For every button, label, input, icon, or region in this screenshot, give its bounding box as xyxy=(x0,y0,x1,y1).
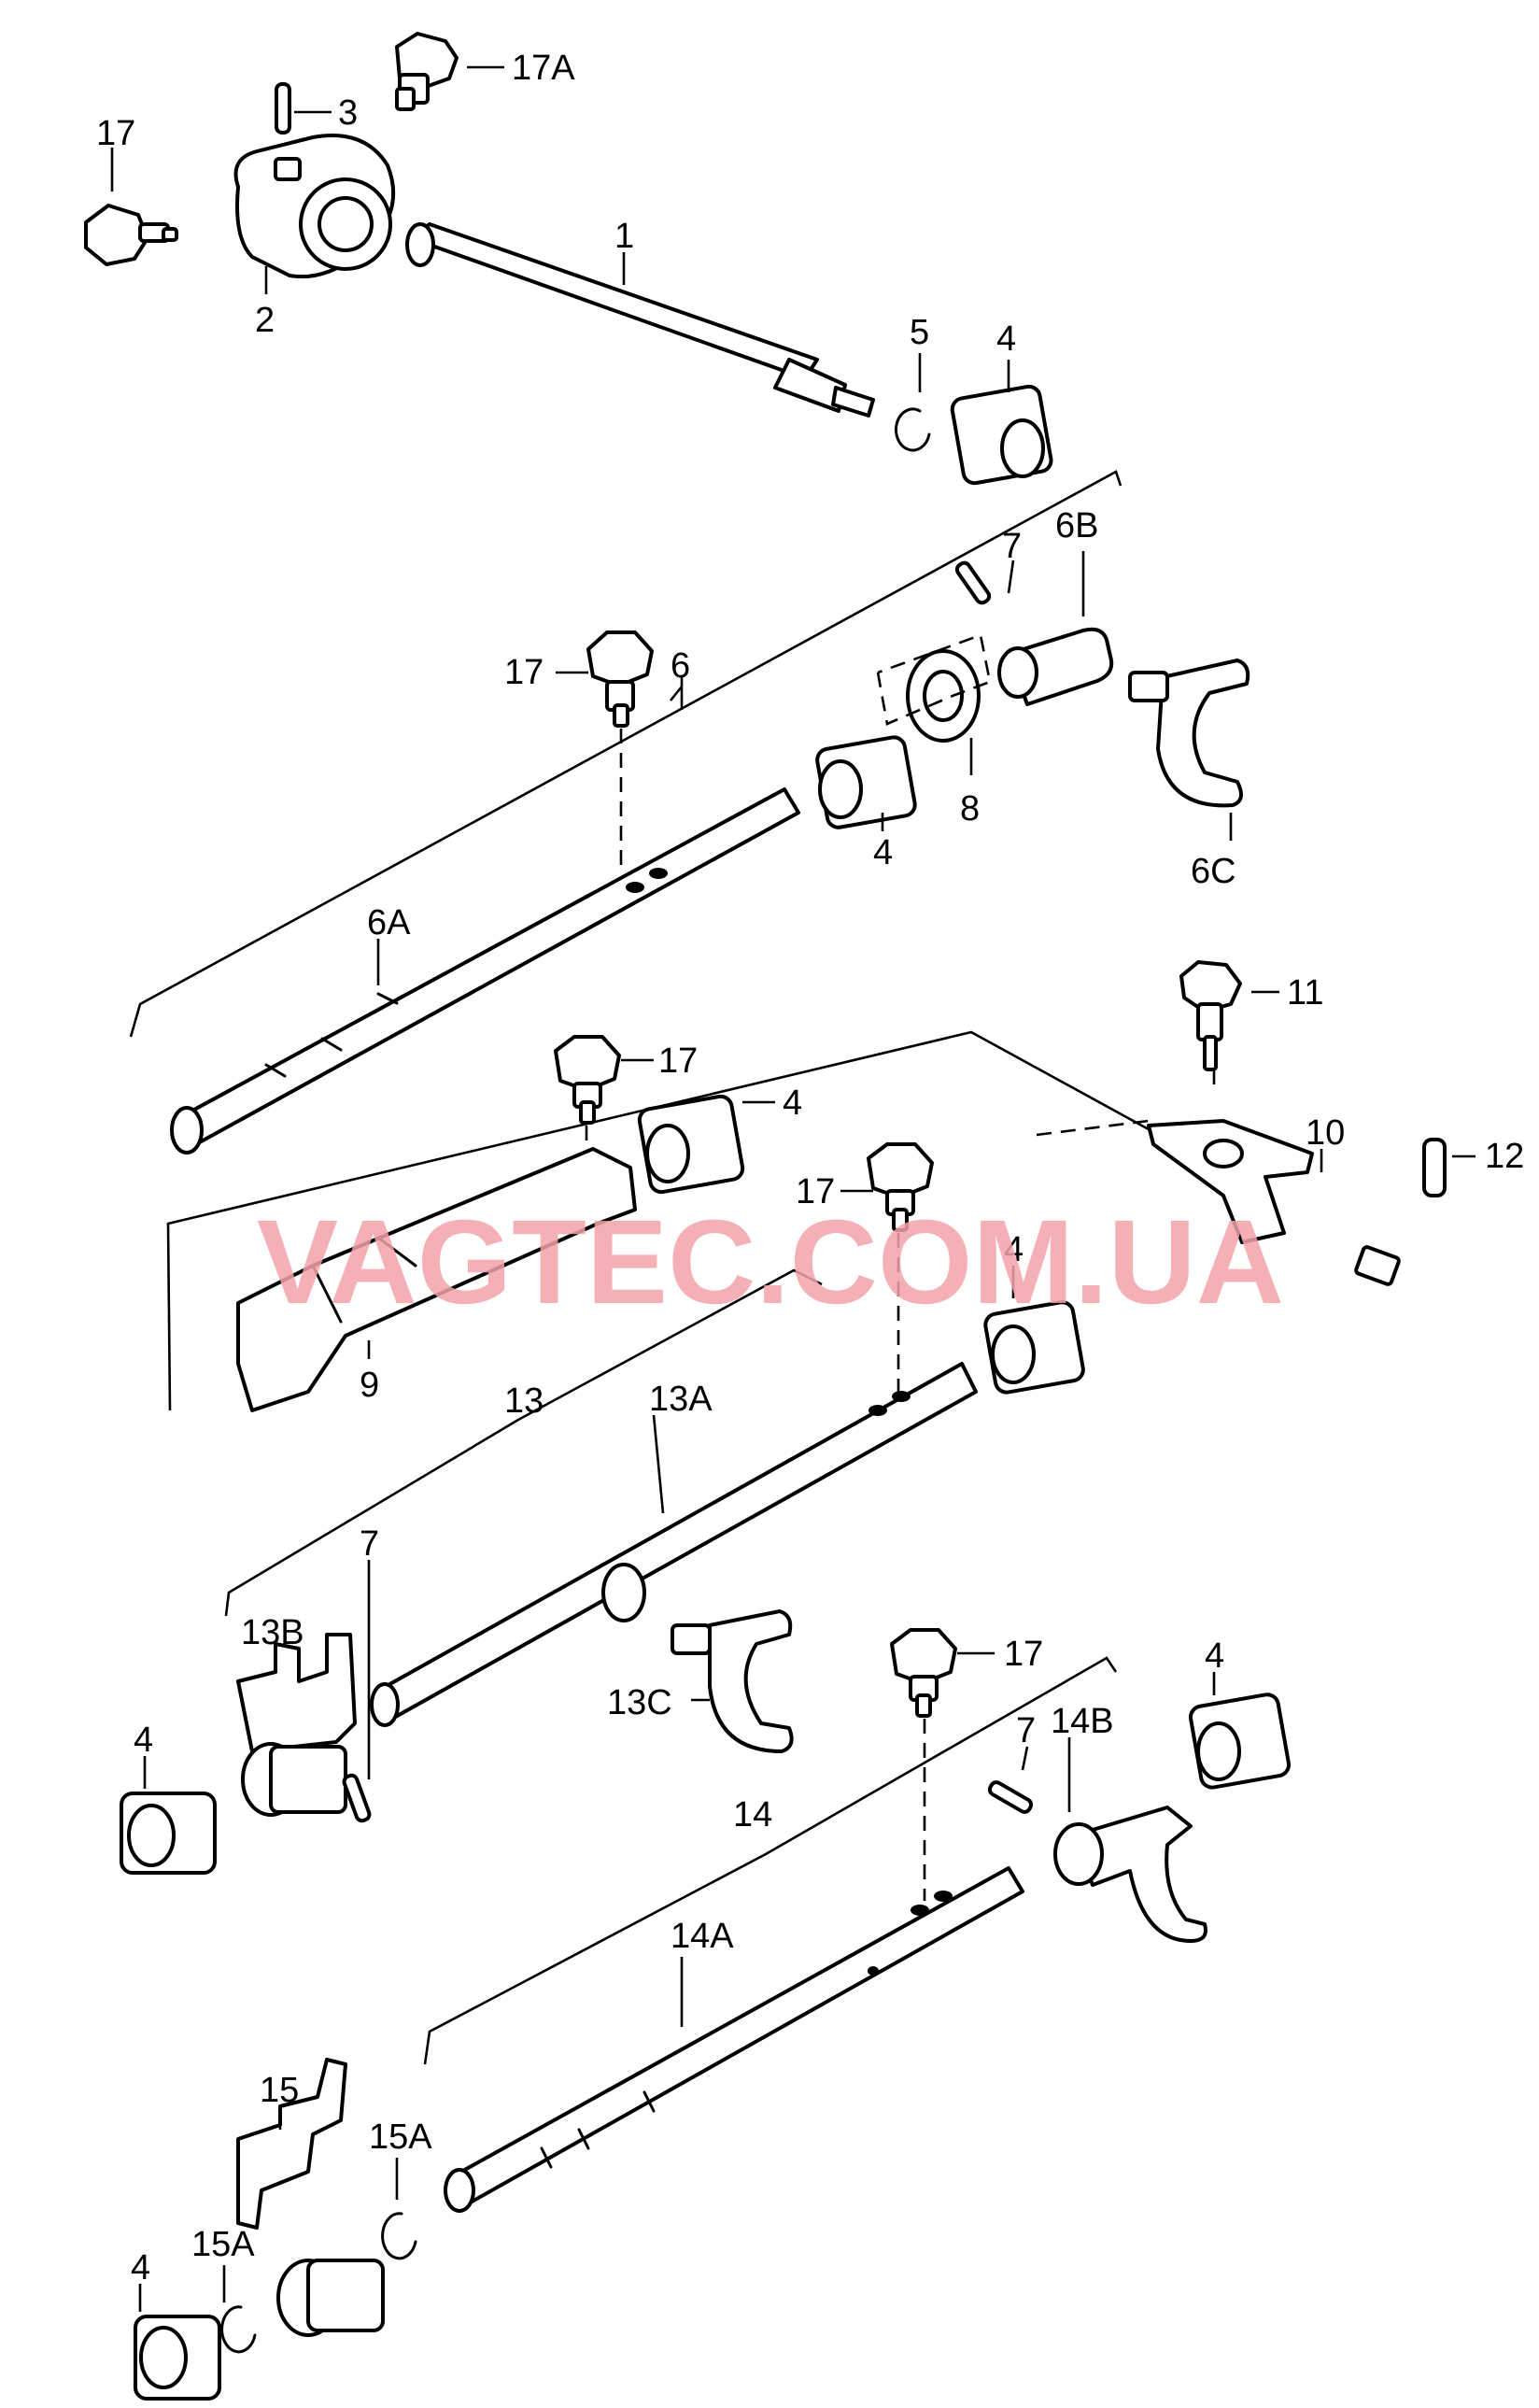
callout-7-lower: 7 xyxy=(1016,1711,1036,1750)
bolt-icon xyxy=(554,1035,621,1125)
callout-4-mid: 4 xyxy=(873,833,893,872)
shaft-icon xyxy=(370,1362,978,1727)
callout-6b: 6B xyxy=(1055,506,1098,545)
callout-5: 5 xyxy=(910,313,929,352)
fork-icon xyxy=(1053,1806,1207,1943)
callout-17-top: 17 xyxy=(96,114,135,153)
callout-7-upper: 7 xyxy=(1002,527,1022,566)
group-bracket-6 xyxy=(129,470,1122,1038)
circlip-icon xyxy=(381,2212,417,2260)
pin-icon xyxy=(954,560,992,605)
callout-4-fourth: 4 xyxy=(1004,1230,1024,1269)
callout-9: 9 xyxy=(360,1366,379,1405)
bushing-icon xyxy=(134,2315,221,2401)
bolt-icon xyxy=(890,1628,957,1718)
callout-6: 6 xyxy=(671,646,690,686)
bracket-icon xyxy=(236,1633,357,1817)
callout-labels: 17A 17 3 1 2 5 4 6B 7 17 6 8 4 6C 6A 11 … xyxy=(96,49,1524,2288)
callout-17-fourth: 17 xyxy=(796,1172,835,1211)
shaft-icon xyxy=(405,222,875,418)
lever-icon xyxy=(236,1147,637,1412)
selector-housing-icon xyxy=(233,134,396,279)
group-bracket-13 xyxy=(224,1268,823,1617)
circlip-icon xyxy=(220,2305,257,2354)
bushing-icon xyxy=(120,1792,217,1875)
watermark: VAGTEC.COM.UA xyxy=(257,1196,1284,1329)
bushing-icon xyxy=(1188,1693,1292,1790)
callout-13a: 13A xyxy=(649,1380,713,1419)
callout-17-mid: 17 xyxy=(504,653,544,692)
bushing-icon xyxy=(906,649,981,743)
callout-7-mid: 7 xyxy=(360,1524,379,1564)
pin-icon xyxy=(987,1780,1034,1814)
bolt-icon xyxy=(1179,960,1242,1071)
callout-13: 13 xyxy=(504,1381,544,1421)
bolt-icon xyxy=(867,1142,934,1232)
callout-14: 14 xyxy=(733,1795,772,1834)
callout-4-third: 4 xyxy=(783,1084,802,1123)
callout-4-right: 4 xyxy=(1205,1636,1224,1676)
callout-6c: 6C xyxy=(1191,852,1236,891)
callout-14a: 14A xyxy=(671,1917,734,1956)
shaft-icon xyxy=(444,1866,1024,2213)
callout-15a-left: 15A xyxy=(191,2225,255,2264)
group-bracket-14 xyxy=(423,1656,1118,2065)
bushing-icon xyxy=(950,384,1053,486)
callout-8: 8 xyxy=(960,789,980,829)
callout-11: 11 xyxy=(1287,973,1323,1013)
callout-14b: 14B xyxy=(1051,1702,1114,1741)
callout-13b: 13B xyxy=(241,1613,304,1652)
bolt-icon xyxy=(395,32,459,111)
leader-lines xyxy=(110,65,1475,2312)
clevis-icon xyxy=(997,627,1114,706)
bracket-icon xyxy=(236,2058,385,2337)
callout-17-third: 17 xyxy=(658,1041,698,1081)
callout-12: 12 xyxy=(1485,1137,1524,1176)
callout-2: 2 xyxy=(255,301,275,340)
callout-1: 1 xyxy=(614,217,634,256)
shaft-icon xyxy=(170,787,800,1154)
bolt-axis-lines xyxy=(585,729,1216,1901)
callout-17-fifth: 17 xyxy=(1004,1635,1043,1674)
callout-17a: 17A xyxy=(512,49,575,88)
callout-15a-right: 15A xyxy=(369,2118,432,2157)
callout-15: 15 xyxy=(260,2071,299,2110)
callout-10: 10 xyxy=(1306,1113,1345,1153)
circlip-icon xyxy=(895,407,931,452)
pin-icon xyxy=(342,1773,372,1823)
fork-icon xyxy=(671,1609,794,1753)
fork-icon xyxy=(1128,659,1250,808)
callout-4-bottom: 4 xyxy=(131,2248,150,2288)
callout-13c: 13C xyxy=(607,1683,672,1722)
bushing-icon xyxy=(815,735,917,829)
callout-4-left: 4 xyxy=(134,1721,153,1760)
bushing-icon xyxy=(983,1300,1085,1395)
callout-6a: 6A xyxy=(367,903,411,942)
group-bracket-9 xyxy=(166,1030,1168,1411)
pin-icon xyxy=(275,82,291,135)
bolt-icon xyxy=(84,204,178,266)
bolt-icon xyxy=(586,630,654,728)
bracket-icon xyxy=(876,633,992,726)
pin-icon xyxy=(1422,1138,1447,1197)
bushing-icon xyxy=(637,1094,745,1195)
callout-4-top: 4 xyxy=(996,319,1016,359)
callout-3: 3 xyxy=(338,93,358,133)
lever-icon xyxy=(1147,1119,1401,1286)
